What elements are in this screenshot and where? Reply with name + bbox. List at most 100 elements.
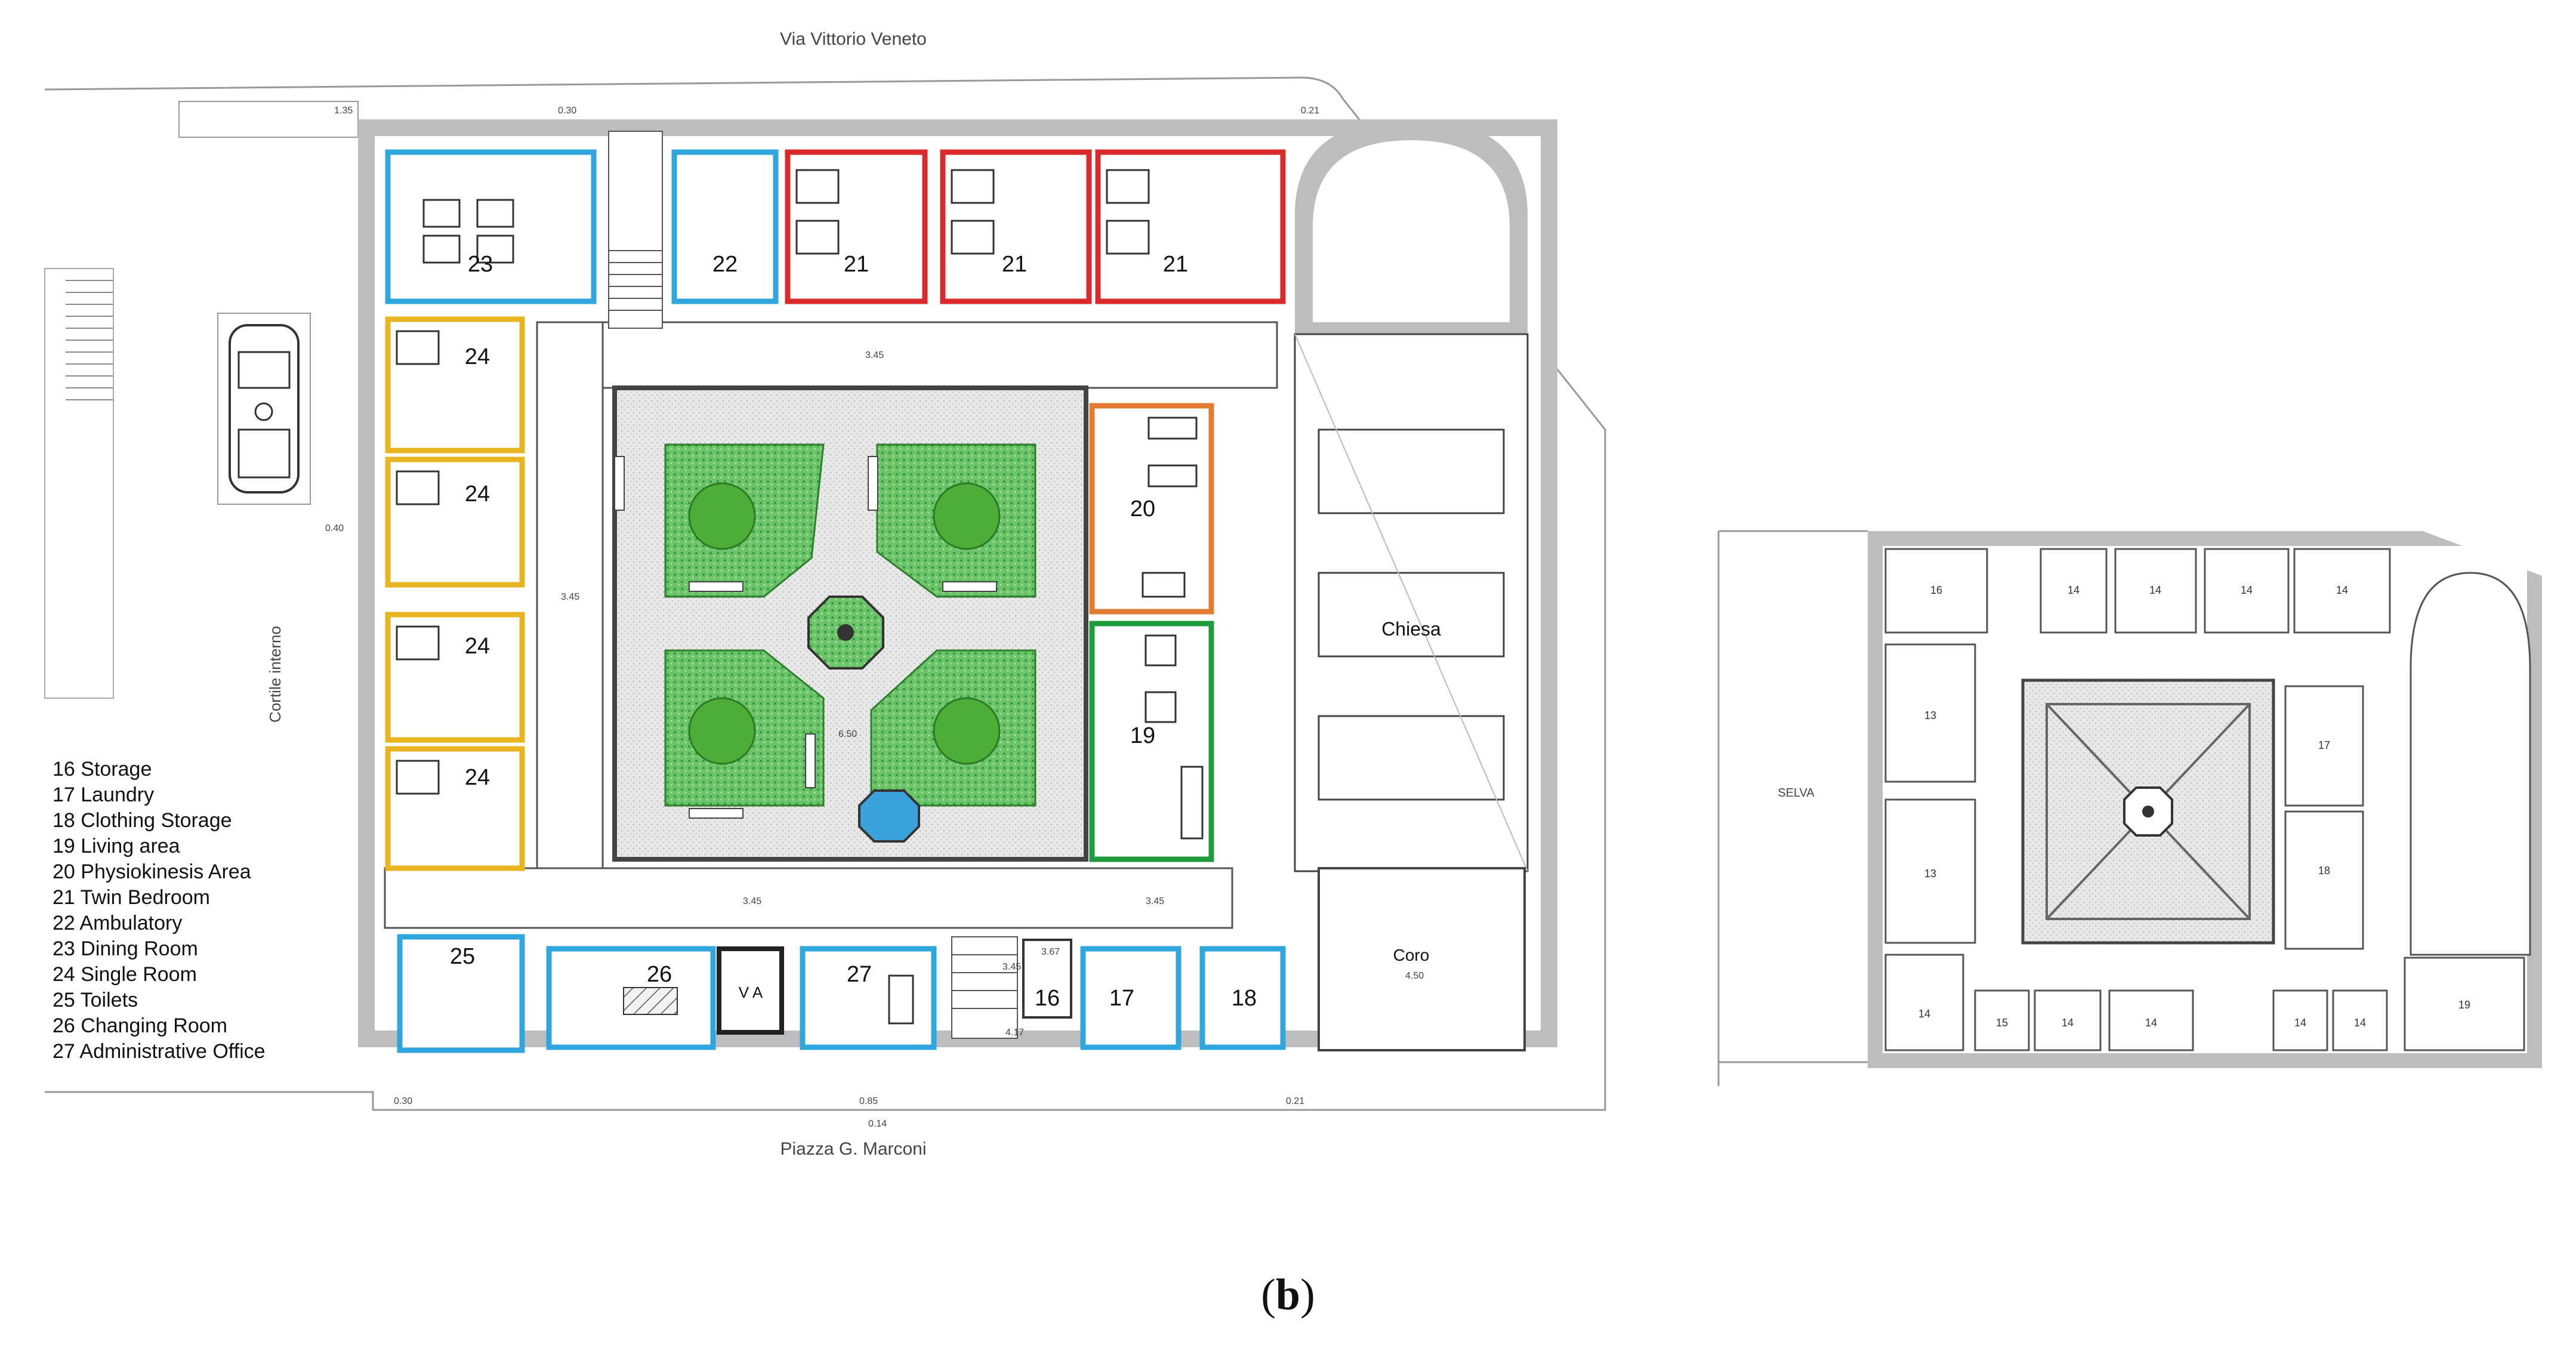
church-label: Chiesa [1381,618,1441,640]
historical-floor-plan: SELVA [1717,530,2542,1086]
west-corridor [536,321,604,914]
stair-north [608,131,663,329]
elev-bottom-mid2: 0.14 [868,1119,887,1129]
hroom-14c [2204,548,2290,634]
beds [396,169,1150,795]
legend-item-18: 18 Clothing Storage [53,809,232,832]
tree-ne [933,482,1001,550]
choir-coro [1318,867,1526,1051]
water-basin [858,789,920,843]
legend-item-26: 26 Changing Room [53,1014,227,1037]
outdoor-stair-steps [66,268,113,400]
street-top: Via Vittorio Veneto [780,29,927,49]
hroom-14a [2040,548,2108,634]
legend-item-21: 21 Twin Bedroom [53,886,210,909]
hlabel-15: 15 [1996,1017,2008,1029]
elev-stair-bottom: 4.17 [1005,1028,1024,1038]
site-outline [44,76,1606,1111]
legend: 16 Storage 17 Laundry 18 Clothing Storag… [53,758,266,1063]
hlabel-18: 18 [2318,865,2330,877]
choir-label: Coro [1393,946,1430,964]
room-label-22: 22 [712,252,738,277]
room-18-clothing [1199,946,1286,1050]
outdoor-wall [44,268,114,699]
dining-tables [422,199,514,264]
elev-west-corridor: 3.45 [561,592,579,602]
hlabel-17: 17 [2318,739,2330,751]
hroom-14b [2114,548,2197,634]
room-24-single-a [385,316,525,454]
hlabel-14f: 14 [2062,1017,2074,1029]
room-label-27: 27 [847,962,872,987]
lift-shaft [717,946,784,1035]
room-label-24c: 24 [465,634,490,659]
parking-bay [217,313,311,505]
hlabel-14d: 14 [2336,584,2348,596]
hroom-18 [2284,810,2364,950]
selva-label: SELVA [1778,786,1815,800]
room-17-laundry [1080,946,1181,1050]
legend-item-19: 19 Living area [53,835,180,857]
room-label-24a: 24 [465,344,490,369]
elev-south-corridor-a: 3.45 [743,896,761,906]
room-label-21b: 21 [1002,252,1027,277]
room-label-17: 17 [1109,986,1134,1011]
room-label-25: 25 [450,944,475,969]
room-label-16: 16 [1035,986,1060,1011]
hroom-14h [2272,989,2328,1051]
hlabel-14h: 14 [2294,1017,2306,1029]
living-furniture [1144,634,1204,840]
physio-equipment [1142,417,1198,598]
hlabel-14e: 14 [1918,1008,1930,1020]
legend-item-24: 24 Single Room [53,963,197,986]
changing-bench-hatch [623,987,678,1015]
legend-item-22: 22 Ambulatory [53,912,182,934]
courtyard-side-label: Cortile interno [266,626,284,723]
room-label-21c: 21 [1163,252,1188,277]
hlabel-14c: 14 [2241,584,2253,596]
hroom-14d [2293,548,2391,634]
legend-item-25: 25 Toilets [53,989,138,1011]
hroom-16 [1884,548,1988,634]
hroom-13a [1884,643,1976,783]
room-16-storage [1022,939,1072,1019]
north-corridor [536,321,1278,389]
hlabel-16: 16 [1930,584,1942,596]
elev-stair-south: 3.45 [1002,962,1021,972]
legend-item-27: 27 Administrative Office [53,1040,266,1063]
hroom-15 [1974,989,2030,1051]
hroom-14i [2332,989,2388,1051]
room-label-24d: 24 [465,765,490,790]
room-22-ambulatory [671,149,779,304]
elev-bottom-mid: 0.85 [859,1096,878,1106]
room-24-single-b [385,456,525,588]
tree-nw [688,482,756,550]
room-label-24b: 24 [465,482,490,507]
room-label-18: 18 [1232,986,1257,1011]
elev-bottom-right: 0.21 [1286,1096,1304,1106]
elev-courtyard: 6.50 [838,729,857,739]
room-label-21a: 21 [844,252,869,277]
hroom-17 [2284,685,2364,807]
caption-letter: b [1275,1270,1301,1319]
outdoor-stair [178,101,359,138]
hroom-19 [2404,957,2525,1051]
tree-se [933,697,1001,765]
elev-choir: 4.50 [1405,971,1424,981]
elev-storage: 3.67 [1041,947,1060,957]
elev-bottom-left: 0.30 [394,1096,412,1106]
hlabel-13a: 13 [1924,709,1936,721]
church-nave [1294,333,1529,872]
elevation-marks: 3.45 3.45 3.45 3.45 3.45 6.50 4.50 4.17 … [325,106,1424,1129]
legend-item-17: 17 Laundry [53,783,154,806]
elev-south-corridor-b: 3.45 [1146,896,1164,906]
room-label-19: 19 [1130,723,1155,748]
elev-north-corridor: 3.45 [865,350,884,360]
hlabel-14b: 14 [2149,584,2161,596]
south-corridor [384,867,1233,929]
hlabel-14i: 14 [2354,1017,2366,1029]
legend-item-20: 20 Physiokinesis Area [53,860,251,883]
elev-top-right: 0.21 [1301,106,1319,116]
room-25-toilets [397,934,525,1053]
